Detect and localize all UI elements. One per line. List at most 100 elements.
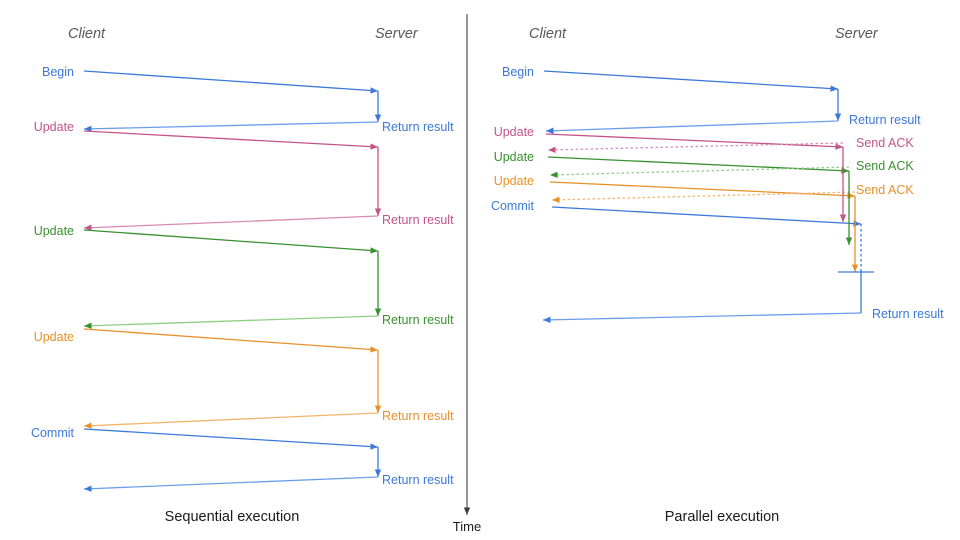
message-arrow-icon [830,85,838,92]
message-arrow-icon [543,316,551,324]
message-blue-8: Commit [491,199,862,227]
message-green-5: Return result [83,251,454,329]
message-arrow-icon [84,485,92,492]
message-line [545,120,839,132]
server-drop-green [845,171,853,245]
message-arrow-icon [370,143,378,150]
message-green-4: Update [494,150,850,174]
message-line [83,229,379,252]
message-label: Begin [502,65,534,79]
message-line [83,476,379,490]
lane-header-client: Client [529,26,567,42]
message-blue-9: Return result [542,307,944,324]
message-blue-0: Begin [502,65,839,92]
message-label: Return result [382,409,454,423]
message-orange-7: Return result [83,350,454,429]
message-line [551,191,856,201]
lane-header-server: Server [835,26,879,42]
message-pink-2: Update [34,120,379,150]
server-processing-arrow-icon [374,208,382,216]
message-line [83,70,379,92]
message-label: Send ACK [856,136,914,150]
message-orange-6: Update [34,328,379,353]
server-processing-arrow-icon [374,405,382,413]
server-drop-arrow-icon [851,264,859,272]
message-arrow-icon [84,322,92,329]
message-label: Return result [382,120,454,134]
message-line [547,142,844,151]
message-blue-8: Commit [31,426,379,450]
message-line [83,412,379,427]
message-label: Commit [491,199,535,213]
message-line [542,312,862,321]
message-blue-0: Begin [42,65,379,94]
message-arrow-icon [370,346,378,353]
server-processing-arrow-icon [374,114,382,122]
message-arrow-icon [835,143,843,150]
message-arrow-icon [370,443,378,450]
message-line [547,156,850,172]
message-label: Send ACK [856,183,914,197]
server-processing-arrow-icon [374,308,382,316]
server-drop-orange [851,196,859,272]
message-arrow-icon [548,146,556,154]
server-drop-arrow-icon [839,214,847,222]
message-line [83,428,379,448]
message-arrow-icon [84,422,92,429]
message-pink-2: Update [494,125,844,150]
message-label: Return result [382,473,454,487]
message-arrow-icon [552,196,560,204]
message-line [83,121,379,130]
server-processing-arrow-icon [834,113,842,121]
message-arrow-icon [550,171,558,178]
server-drop-arrow-icon [845,237,853,245]
message-line [543,70,839,90]
message-label: Return result [382,313,454,327]
message-label: Return result [849,113,921,127]
message-green-5: Send ACK [549,159,914,178]
message-blue-1: Return result [545,89,921,134]
message-line [83,328,379,351]
message-arrow-icon [84,125,92,133]
lane-header-client: Client [68,26,106,42]
message-blue-1: Return result [83,91,454,134]
time-axis-label: Time [453,519,481,534]
message-label: Return result [872,307,944,321]
message-label: Update [34,330,74,344]
message-orange-6: Update [494,174,856,199]
message-label: Send ACK [856,159,914,173]
message-line [83,315,379,327]
server-drop-pink [839,147,847,222]
message-line [549,166,850,176]
message-arrow-icon [370,247,378,254]
message-blue-9: Return result [83,447,454,492]
message-label: Commit [31,426,75,440]
message-line [549,181,856,197]
server-processing-arrow-icon [374,469,382,477]
message-label: Update [34,120,74,134]
message-label: Update [34,224,74,238]
lane-header-server: Server [375,26,419,42]
panel-caption: Sequential execution [165,509,300,525]
message-label: Begin [42,65,74,79]
message-orange-7: Send ACK [551,183,914,204]
message-green-4: Update [34,224,379,254]
message-label: Update [494,174,534,188]
message-line [551,206,862,225]
message-pink-3: Send ACK [547,136,914,154]
message-line [545,133,844,148]
message-label: Update [494,125,534,139]
message-line [83,215,379,229]
message-arrow-icon [370,87,378,94]
time-axis: Time [453,452,481,534]
message-label: Update [494,150,534,164]
message-pink-3: Return result [83,147,454,231]
message-arrow-icon [84,224,92,231]
message-arrow-icon [546,127,554,134]
message-label: Return result [382,213,454,227]
panel-caption: Parallel execution [665,509,779,525]
